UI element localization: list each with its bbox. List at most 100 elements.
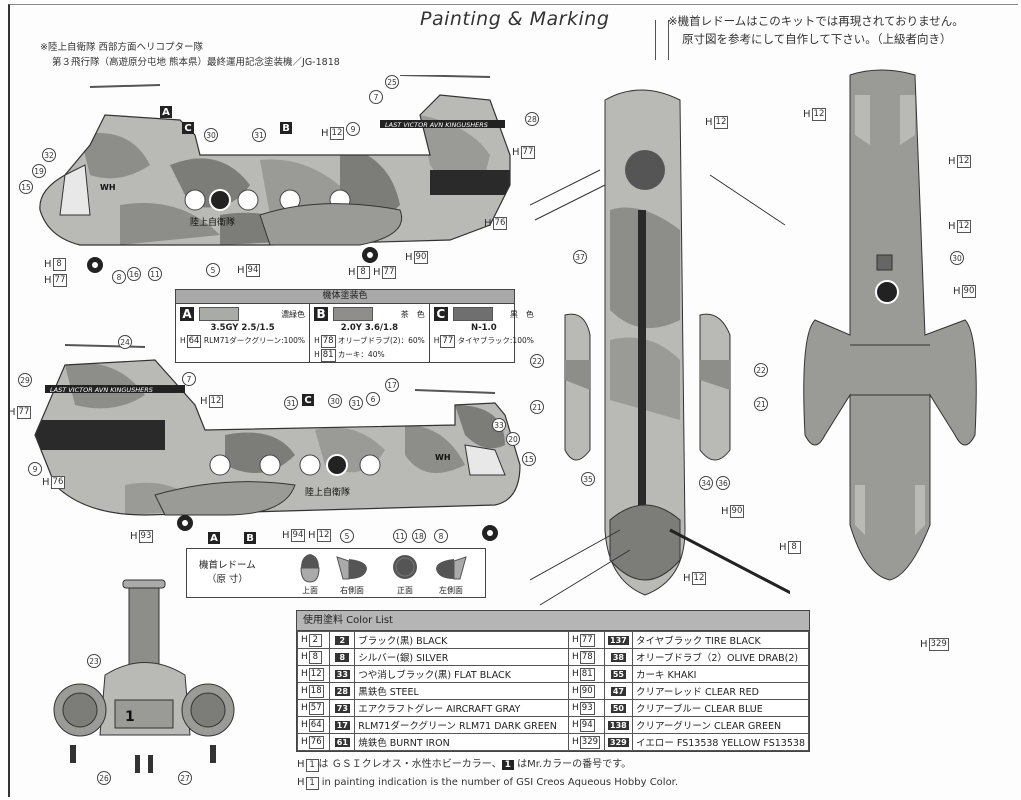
mr-color-code: 47 xyxy=(603,682,634,700)
color-letter-b: B xyxy=(280,122,292,134)
aircraft-unit: ※陸上自衛隊 西部方面ヘリコプター隊 xyxy=(40,42,203,53)
mr-color-code: 137 xyxy=(603,631,634,649)
callout-24: 24 xyxy=(118,335,132,349)
color-letter-c2: C xyxy=(302,394,314,406)
callout-29: 29 xyxy=(18,373,32,387)
color-letter: B xyxy=(314,307,329,321)
radome-top-view: 上面 xyxy=(290,553,330,596)
callout-32: 32 xyxy=(42,148,56,162)
svg-text:陸上自衛隊: 陸上自衛隊 xyxy=(305,486,350,498)
callout-16: 16 xyxy=(127,267,141,281)
callout-37: 37 xyxy=(573,250,587,264)
callout-5b: 5 xyxy=(340,529,354,543)
callout-30b: 30 xyxy=(328,394,342,408)
callout-19: 19 xyxy=(32,164,46,178)
callout-8: 8 xyxy=(112,270,126,284)
radome-note-line1: ※機首レドームはこのキットでは再現されておりません。 xyxy=(668,14,964,28)
radome-note-line2: 原寸図を参考にして自作して下さい。（上級者向き） xyxy=(682,32,952,46)
callout-31b: 31 xyxy=(349,396,363,410)
color-swatch xyxy=(452,307,493,321)
aircraft-description: ※陸上自衛隊 西部方面ヘリコプター隊 第３飛行隊（高遊原分屯地 熊本県）最終運用… xyxy=(40,40,340,70)
mr-color-code: 8 xyxy=(329,648,356,666)
mr-color-code: 61 xyxy=(329,733,356,751)
callout-8b: 8 xyxy=(434,529,448,543)
color-letter-a2: A xyxy=(208,532,220,544)
color-name: 焼鉄色 BURNT IRON xyxy=(354,733,570,751)
color-letter-b2: B xyxy=(244,532,256,544)
callout-36: 36 xyxy=(716,476,730,490)
side-view-right: LAST VICTOR AVN KINGUSHERS 陸上自衛隊 WH xyxy=(34,344,521,541)
color-name: タイヤブラック TIRE BLACK xyxy=(632,631,809,649)
color-name: カーキ KHAKI xyxy=(632,665,809,683)
top-view xyxy=(530,89,790,606)
front-view: 1 text x="108" y="146" font-size="14" fo… xyxy=(53,579,235,773)
color-list-title: 使用塗料 Color List xyxy=(297,611,809,631)
color-name: 黒 色 xyxy=(509,309,534,319)
color-name: ブラック(黒) BLACK xyxy=(354,631,570,649)
callout-9b: 9 xyxy=(28,462,42,476)
callout-18: 18 xyxy=(412,529,426,543)
callout-25: 25 xyxy=(385,75,399,89)
color-letter-a: A xyxy=(160,106,172,118)
callout-22b: 22 xyxy=(754,363,768,377)
mr-color-code: 38 xyxy=(603,648,634,666)
color-letter: A xyxy=(180,307,194,321)
svg-text:WH: WH xyxy=(100,183,116,192)
callout-15: 15 xyxy=(19,180,33,194)
color-name: オリーブドラブ（2）OLIVE DRAB(2) xyxy=(632,648,809,666)
callout-9: 9 xyxy=(346,122,360,136)
color-name: クリアーグリーン CLEAR GREEN xyxy=(632,716,809,734)
callout-30-bot: 30 xyxy=(950,251,964,265)
svg-text:陸上自衛隊: 陸上自衛隊 xyxy=(190,216,235,228)
callout-5: 5 xyxy=(206,263,220,277)
color-name: 濃緑色 xyxy=(281,309,306,319)
callout-35: 35 xyxy=(581,472,595,486)
callout-27: 27 xyxy=(178,771,192,785)
color-swatch xyxy=(333,307,374,321)
callout-15b: 15 xyxy=(522,452,536,466)
munsell-code: 2.0Y 3.6/1.8 xyxy=(340,323,399,333)
callout-21b: 21 xyxy=(754,397,768,411)
color-letter-c: C xyxy=(182,122,194,134)
callout-7b: 7 xyxy=(182,372,196,386)
radome-left-view: 左側面 xyxy=(431,553,471,596)
page-border xyxy=(8,4,1018,797)
front-number: 1 xyxy=(125,709,135,725)
callout-30: 30 xyxy=(204,128,218,142)
mr-color-code: 28 xyxy=(329,682,356,700)
callout-31: 31 xyxy=(252,128,266,142)
